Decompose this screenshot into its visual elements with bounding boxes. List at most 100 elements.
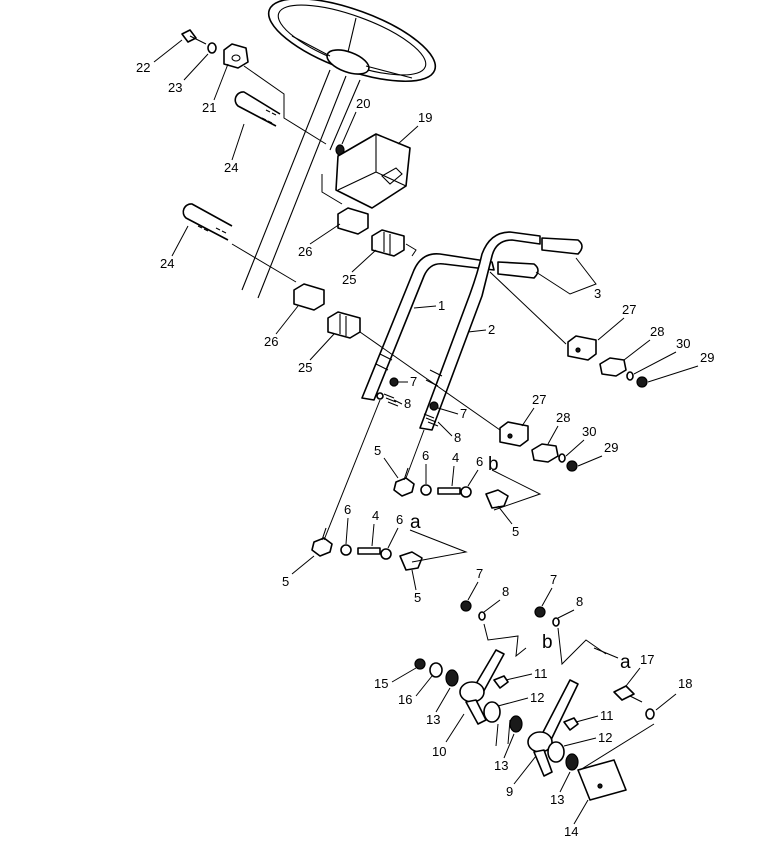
ball-joint-5-b-right: [485, 489, 509, 509]
callout-11-a: 11: [534, 666, 548, 681]
spring-8-b: [423, 413, 439, 427]
block-27-lower: [499, 421, 529, 447]
bushing-13-b: [509, 715, 523, 733]
knob-3-upper: [541, 237, 583, 255]
washer-8-c: [478, 611, 486, 621]
callout-29-upper: 29: [700, 350, 714, 365]
clamp-21: [223, 43, 249, 69]
callout-15: 15: [374, 676, 388, 691]
grease-fitting-11-a: [493, 675, 509, 689]
callout-3: 3: [594, 286, 601, 301]
callout-27-upper: 27: [622, 302, 636, 317]
callout-21: 21: [202, 100, 216, 115]
reference-letters: a a b b: [410, 454, 631, 673]
callout-28-lower: 28: [556, 410, 570, 425]
callout-5-b-left: 5: [374, 443, 381, 458]
ref-a-lower: a: [620, 652, 631, 673]
callout-2: 2: [488, 322, 495, 337]
block-25-lower: [327, 311, 361, 339]
nut-7-a: [389, 377, 399, 387]
callout-23: 23: [168, 80, 182, 95]
callout-29-lower: 29: [604, 440, 618, 455]
u-bolt-24-upper: [234, 91, 281, 127]
block-26-upper: [337, 207, 369, 235]
callout-24-upper: 24: [224, 160, 238, 175]
callout-12-a: 12: [530, 690, 544, 705]
callout-5-a-right: 5: [414, 590, 421, 605]
callout-10: 10: [432, 744, 446, 759]
callout-8-c: 8: [502, 584, 509, 599]
callout-30-lower: 30: [582, 424, 596, 439]
washer-16: [429, 662, 443, 678]
block-27-upper: [567, 335, 597, 361]
washer-23: [207, 42, 217, 54]
grease-fitting-11-b: [563, 717, 579, 731]
callout-5-b-right: 5: [512, 524, 519, 539]
callout-5-a-left: 5: [282, 574, 289, 589]
nut-29-upper: [636, 376, 648, 388]
bushing-12-a: [483, 701, 501, 723]
arm-10: [459, 649, 505, 725]
callout-6-a-right: 6: [396, 512, 403, 527]
callout-6-b-right: 6: [476, 454, 483, 469]
nut-6-b-left: [420, 484, 432, 496]
knob-3-lower: [497, 261, 539, 279]
callout-6-a-left: 6: [344, 502, 351, 517]
callout-19: 19: [418, 110, 432, 125]
callout-30-upper: 30: [676, 336, 690, 351]
callout-13-a: 13: [426, 712, 440, 727]
callout-13-b: 13: [494, 758, 508, 773]
callout-18: 18: [678, 676, 692, 691]
nut-7-d: [534, 606, 546, 618]
callout-12-b: 12: [598, 730, 612, 745]
callout-26-lower: 26: [264, 334, 278, 349]
bushing-12-b: [547, 741, 565, 763]
ref-b-lower: b: [542, 632, 553, 653]
callout-13-c: 13: [550, 792, 564, 807]
bolt-22: [181, 29, 207, 45]
bushing-13-a: [445, 669, 459, 687]
pad-28-lower: [531, 443, 559, 463]
spring-8-a: [383, 393, 399, 407]
callout-4-a: 4: [372, 508, 379, 523]
callout-1: 1: [438, 298, 445, 313]
pad-28-upper: [599, 357, 627, 377]
bolt-15: [414, 658, 426, 670]
callout-26-upper: 26: [298, 244, 312, 259]
plate-14: [577, 759, 627, 801]
lever-1: [361, 253, 495, 401]
bracket-19: [335, 133, 411, 209]
callout-4-b: 4: [452, 450, 459, 465]
callout-22: 22: [136, 60, 150, 75]
callout-7-a: 7: [410, 374, 417, 389]
callout-27-lower: 27: [532, 392, 546, 407]
washer-30-lower: [558, 453, 566, 463]
arm-9: [527, 679, 579, 777]
callout-7-b: 7: [460, 406, 467, 421]
nut-6-a-right: [380, 548, 392, 560]
block-25-upper: [371, 229, 405, 257]
ball-joint-5-b-left: [393, 467, 415, 497]
callout-14: 14: [564, 824, 578, 839]
callout-17: 17: [640, 652, 654, 667]
callout-20: 20: [356, 96, 370, 111]
washer-18: [645, 708, 655, 720]
callout-8-b: 8: [454, 430, 461, 445]
ref-a-upper: a: [410, 512, 421, 533]
ref-b-upper: b: [488, 454, 499, 475]
washer-30-upper: [626, 371, 634, 381]
nut-6-a-left: [340, 544, 352, 556]
bolt-17: [613, 685, 643, 703]
block-26-lower: [293, 283, 325, 311]
callout-7-d: 7: [550, 572, 557, 587]
callout-8-d: 8: [576, 594, 583, 609]
rod-4-a: [357, 547, 381, 555]
callout-9: 9: [506, 784, 513, 799]
callout-6-b-left: 6: [422, 448, 429, 463]
u-bolt-24-lower: [182, 203, 233, 241]
callout-11-b: 11: [600, 708, 614, 723]
nut-7-c: [460, 600, 472, 612]
ball-joint-5-a-left: [311, 527, 333, 557]
steering-column: [241, 69, 361, 299]
